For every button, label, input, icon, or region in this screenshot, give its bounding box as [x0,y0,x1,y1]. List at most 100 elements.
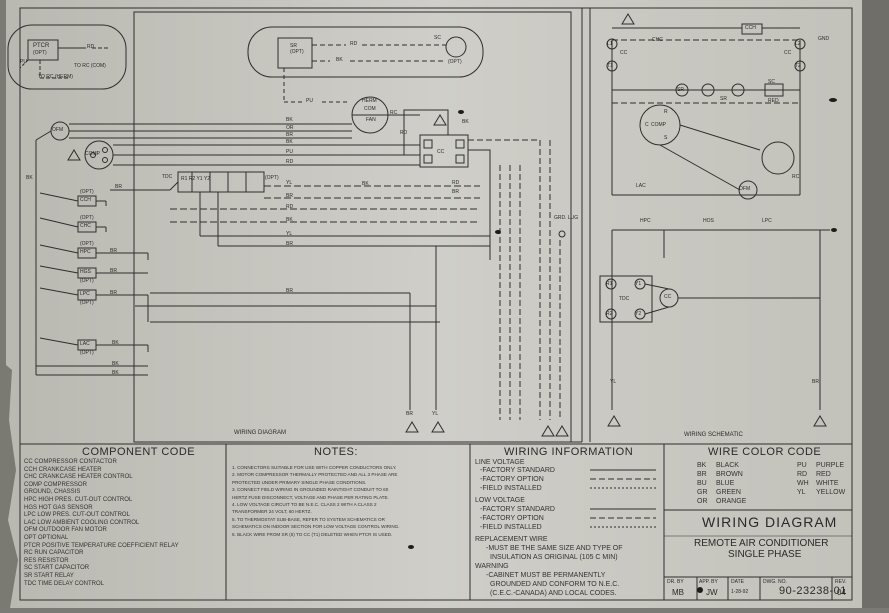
warning-line-2: GROUNDED AND CONFORM TO N.E.C. [490,581,620,588]
component-code-item: OFM OUTDOOR FAN MOTOR [24,527,107,534]
y1-label: Y1 [635,281,642,287]
lv-factory-standard: -FACTORY STANDARD [480,467,555,474]
ptcr-opt-label: (OPT) [33,50,47,56]
chc-opt-label: (OPT) [80,215,94,221]
component-code-item: CHC CRANKCASE HEATER CONTROL [24,474,133,481]
ptcr-relay [27,39,59,61]
cch-schematic-label: CCH [745,25,756,31]
component-code-item: LPC LOW PRES. CUT-OUT CONTROL [24,512,130,519]
wire-color-code: PU [797,462,807,469]
ptcr-box [7,24,127,90]
lpc-opt-label: (OPT) [80,300,94,306]
line-voltage-label: LINE VOLTAGE [475,459,525,466]
pu-wire-label: PU [306,98,313,104]
component-code-item: SR START RELAY [24,573,74,579]
bk-left-label: BK [26,175,33,181]
yl-terminal-label: YL [432,411,439,417]
wiring-information-title: WIRING INFORMATION [504,446,634,458]
r2-label: R2 [606,311,613,317]
herm-label: HERM [362,98,377,104]
tdc-schematic-label: TDC [619,296,630,302]
sc-opt-label: (OPT) [448,59,462,65]
lv-factory-option: -FACTORY OPTION [480,476,544,483]
warning-triangle [431,421,445,433]
wire-color-name: BLUE [716,480,735,487]
wire-color-name: ORANGE [716,498,747,505]
yl-schematic-label: YL [610,379,617,385]
replacement-wire-label: REPLACEMENT WIRE [475,536,548,543]
lac-label: LAC [80,341,90,347]
note-line: 1. CONNECTORS SUITABLE FOR USE WITH COPP… [232,465,397,470]
component-code-item: RC RUN CAPACITOR [24,550,84,557]
rd-run-label-2: RD [286,204,294,210]
rd-run-label: RD [286,159,294,165]
hpc-schematic-label: HPC [640,218,651,224]
lpc-label: LPC [80,291,90,297]
wiring-diagram-title: WIRING DIAGRAM [234,430,286,436]
note-line: 4. LOW VOLTAGE CIRCUIT TO BE N.E.C. CLAS… [232,502,377,507]
chc-label: CHC [80,223,91,229]
start-relay [277,37,313,69]
l1-label: L1 [607,41,613,47]
hpc-label: HPC [80,249,91,255]
title-block-subtitle-2: SINGLE PHASE [728,549,802,560]
gnd-label: GND [818,36,830,42]
sr-opt-label: (OPT) [290,49,304,55]
low-field-installed: -FIELD INSTALLED [480,524,542,531]
replacement-wire-line-1: -MUST BE THE SAME SIZE AND TYPE OF [486,545,623,552]
wire-color-name: WHITE [816,480,839,487]
br-lpc-label: BR [110,290,117,296]
cch-label: CCH [80,197,91,203]
wire-color-name: RED [816,471,831,478]
br-hpc-label: BR [110,248,117,254]
low-factory-standard: -FACTORY STANDARD [480,506,555,513]
t2-label: T2 [795,63,801,69]
note-line: 5. TO THERMOSTAT SUB-BASE, REFER TO SYST… [232,516,385,522]
bk-lac-label-2: BK [112,361,119,367]
yl-run-label-2: YL [286,231,293,237]
component-code-item: CC COMPRESSOR CONTACTOR [24,459,117,465]
to-rc-herm-label: TO RC (HERM) [38,74,73,80]
lv-field-installed: -FIELD INSTALLED [480,485,542,492]
warning-triangle [555,425,569,437]
t1-label: T1 [607,63,613,69]
component-code-item: PTCR POSITIVE TEMPERATURE COEFFICIENT RE… [24,542,179,549]
rev-label: REV. [835,579,847,585]
grd-lug-label: GRD. LUG [554,215,579,221]
sc-schematic-label: SC [768,79,775,85]
cc-label: CC [437,149,445,155]
wire-color-name: BLACK [716,462,739,469]
dr-by-label: DR. BY [667,579,684,585]
sr-label: SR [290,43,297,49]
br-run-label: BR [286,132,293,138]
component-code-item: COMP COMPRESSOR [24,481,87,488]
outer-frame [19,7,853,601]
ptcr-rd-label: RD [87,44,95,50]
y2-label: Y2 [635,311,642,317]
comp-label: COMP [85,151,100,157]
component-code-item: GROUND, CHASSIS [24,489,81,496]
hpc-opt-label: (OPT) [80,241,94,247]
yl-run-label: YL [286,180,293,186]
component-code-item: HPC HIGH PRES. CUT-OUT CONTROL [24,497,133,503]
or-run-label: OR [286,125,294,131]
sr-schematic-label-2: SR [720,96,727,102]
bk-run-label-2: BK [286,139,293,145]
ofm-label: OFM [52,127,64,133]
br-schematic-label: BR [812,379,819,385]
comp-schematic-label: COMP [651,122,666,128]
cc-schematic-label: CC [620,50,628,56]
component-code-item: CCH CRANKCASE HEATER [24,466,102,473]
cch-opt-label: (OPT) [80,189,94,195]
wire-color-name: PURPLE [816,462,845,469]
rd-run-label-3: RD [452,180,460,186]
low-voltage-label: LOW VOLTAGE [475,497,525,504]
cc-coil-label: CC [664,294,672,300]
s-terminal-label: S [664,135,668,141]
rc-schematic-label: RC [792,174,800,180]
rev-value: 04 [837,588,846,597]
dwg-no-label: DWG. NO. [763,579,787,585]
ptcr-pu-label: PU [20,59,27,65]
